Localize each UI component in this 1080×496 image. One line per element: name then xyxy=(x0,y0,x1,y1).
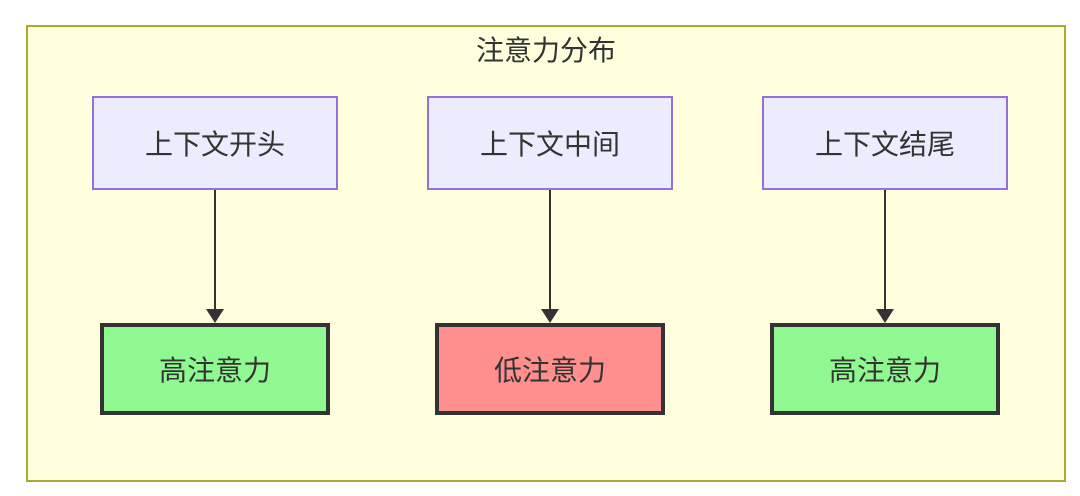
arrowhead-icon xyxy=(206,309,224,323)
arrowhead-icon xyxy=(876,309,894,323)
diagram-title: 注意力分布 xyxy=(475,35,616,66)
node-low-attention: 低注意力 xyxy=(435,323,665,415)
node-context-start: 上下文开头 xyxy=(92,96,338,190)
node-context-middle: 上下文中间 xyxy=(427,96,673,190)
edge-line-middle xyxy=(549,190,551,310)
edge-line-end xyxy=(884,190,886,310)
edge-line-start xyxy=(214,190,216,310)
node-context-end: 上下文结尾 xyxy=(762,96,1008,190)
arrowhead-icon xyxy=(541,309,559,323)
node-high-attention-1: 高注意力 xyxy=(100,323,330,415)
cluster-attention-distribution: 注意力分布 上下文开头 高注意力 上下文中间 低注意力 上下文结尾 高注意力 xyxy=(26,25,1066,482)
node-high-attention-2: 高注意力 xyxy=(770,323,1000,415)
